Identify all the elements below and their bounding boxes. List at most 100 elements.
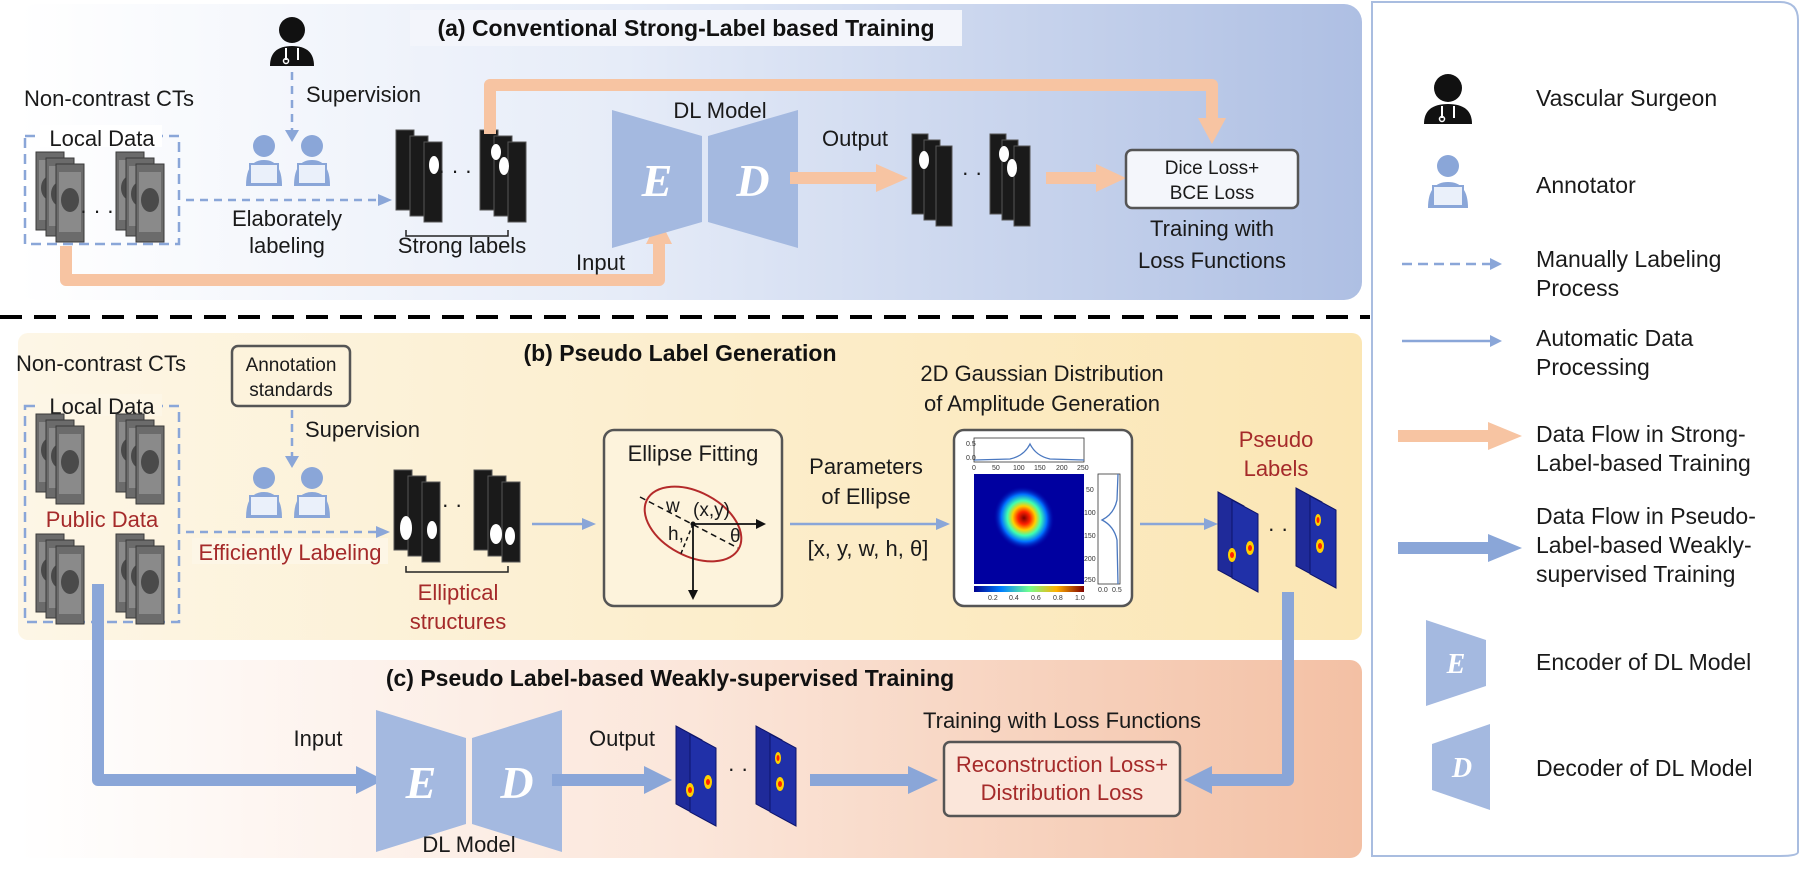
svg-text:0: 0 [972,465,976,472]
svg-text:0.5: 0.5 [966,441,976,448]
efficiently-labeling-label: Efficiently Labeling [198,540,381,565]
input-label-c: Input [294,726,343,751]
legend-encoder-label: Encoder of DL Model [1536,649,1751,675]
svg-text:0.6: 0.6 [1031,595,1041,602]
public-data-label: Public Data [46,507,159,532]
svg-text:0.2: 0.2 [988,595,998,602]
legend-encoder-icon [1426,620,1486,706]
legend-auto-line2: Processing [1536,354,1650,380]
svg-text:· ·: · · [728,756,749,781]
panel-a-title: (a) Conventional Strong-Label based Trai… [437,15,934,41]
loss-line2-a: BCE Loss [1170,183,1254,204]
output-label-a: Output [822,126,888,151]
svg-text:E: E [641,155,673,206]
svg-text:w: w [665,496,680,517]
svg-text:150: 150 [1034,465,1046,472]
elaborately-label: Elaborately [232,206,342,231]
supervision-label-a: Supervision [306,82,421,107]
annotator-icon-b [246,467,330,518]
svg-text:0.0: 0.0 [966,455,976,462]
svg-text:0.8: 0.8 [1053,595,1063,602]
svg-text:250: 250 [1077,465,1089,472]
pseudo-labels-line1: Pseudo [1239,427,1314,452]
loss-line1-a: Dice Loss+ [1165,158,1260,179]
svg-text:D: D [735,155,769,206]
legend-strong-line1: Data Flow in Strong- [1536,421,1746,447]
legend-auto-line1: Automatic Data [1536,325,1693,351]
svg-text:200: 200 [1084,556,1096,563]
svg-text:D: D [1451,753,1472,784]
strong-labels-label: Strong labels [398,233,526,258]
svg-text:0.4: 0.4 [1009,595,1019,602]
pseudo-labels-line2: Labels [1244,456,1309,481]
training-label-c: Training with Loss Functions [923,708,1201,733]
legend-decoder-icon [1432,724,1490,810]
annotation-standards-box [230,344,352,408]
panel-b-title: (b) Pseudo Label Generation [523,340,836,366]
strong-label-slices [395,129,527,223]
gaussian-heatmap: 0.5 0.0 0 50 100 150 200 250 50 100 150 … [966,437,1122,602]
loss-line2-c: Distribution Loss [981,780,1144,805]
panel-c-title: (c) Pseudo Label-based Weakly-supervised… [386,665,954,691]
parameters-vector: [x, y, w, h, θ] [808,536,929,561]
dl-model-label-c: DL Model [422,832,515,857]
svg-text:200: 200 [1056,465,1068,472]
legend-pseudo-line2: Label-based Weakly- [1536,532,1752,558]
svg-text:D: D [499,757,533,808]
svg-text:50: 50 [992,465,1000,472]
input-label-a: Input [576,250,625,275]
svg-text:250: 250 [1084,577,1096,584]
decoder-a [708,110,798,248]
surgeon-icon [270,17,314,66]
svg-text:· · ·: · · · [438,158,472,183]
elliptical-structure-slices [393,469,521,563]
svg-text:E: E [405,757,437,808]
input-flow-c [92,584,360,786]
svg-text:θ: θ [730,526,741,547]
non-contrast-cts-label-b: Non-contrast CTs [16,351,186,376]
pseudo-label-flow [1210,592,1294,786]
legend-pseudo-line1: Data Flow in Pseudo- [1536,503,1756,529]
svg-text:· · ·: · · · [80,198,114,223]
input-flow-a [60,240,665,286]
svg-text:100: 100 [1084,510,1096,517]
strong-label-flow [484,79,1218,134]
annotator-icon [246,135,330,186]
training-label-a2: Loss Functions [1138,248,1286,273]
legend-manual-line1: Manually Labeling [1536,246,1721,272]
labeling-label: labeling [249,233,325,258]
supervision-label-b: Supervision [305,417,420,442]
svg-text:1.0: 1.0 [1075,595,1085,602]
gaussian-title-line2: of Amplitude Generation [924,391,1160,416]
loss-box-c [942,740,1182,818]
local-data-box-a [23,134,181,246]
legend-strong-line2: Label-based Training [1536,450,1751,476]
svg-text:· ·: · · [1268,516,1289,541]
ellipse-fitting-box [602,428,784,608]
gaussian-title-line1: 2D Gaussian Distribution [920,361,1163,386]
svg-text:0.0: 0.0 [1098,587,1108,594]
legend-surgeon-icon [1424,74,1472,124]
svg-text:· ·: · · [962,160,983,185]
svg-text:(x,y): (x,y) [693,500,730,521]
svg-text:150: 150 [1084,533,1096,540]
legend-decoder-label: Decoder of DL Model [1536,755,1752,781]
svg-text:· ·: · · [442,492,463,517]
decoder-c [472,710,562,852]
parameters-line2: of Ellipse [821,484,910,509]
ellipse-fitting-title: Ellipse Fitting [628,441,759,466]
svg-text:50: 50 [1086,487,1094,494]
encoder-a [612,110,702,248]
ellipse-diagram [639,485,766,600]
encoder-c [376,710,466,852]
elliptical-line1: Elliptical [418,580,499,605]
pseudo-label-slices [1217,487,1337,593]
legend-manual-line2: Process [1536,275,1619,301]
data-box-b [23,404,181,624]
panel-a-title-box [410,10,962,46]
legend-surgeon-label: Vascular Surgeon [1536,85,1717,111]
svg-text:h,: h, [668,524,684,545]
svg-text:100: 100 [1013,465,1025,472]
annotation-standards-line1: Annotation [246,355,337,376]
loss-box-a [1124,148,1300,210]
